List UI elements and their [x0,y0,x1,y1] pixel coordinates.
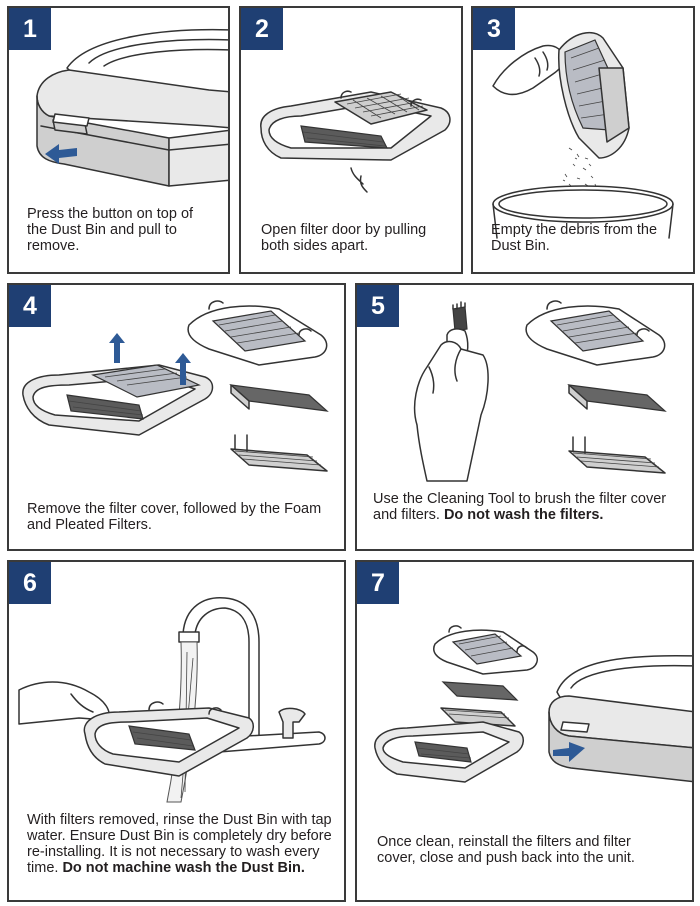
step-number: 5 [357,285,399,327]
step-caption: Remove the filter cover, followed by the… [27,501,322,533]
step-2-panel: 2 Open filter door by pulling both sides… [239,6,463,274]
arrow-left-icon [45,144,77,164]
step-number: 6 [9,562,51,604]
step-caption: Empty the debris from the Dust Bin. [491,222,658,254]
step-5-illustration [413,300,667,482]
step-caption-warning: Do not wash the filters. [443,507,604,523]
step-caption: Once clean, reinstall the filters and fi… [377,834,635,866]
arrow-up-icon [109,333,125,363]
step-4-panel: 4 Remove the filter cover, followed by t… [7,283,346,551]
arrow-right-icon [553,742,585,762]
step-3-illustration [492,31,674,239]
step-number: 1 [9,8,51,50]
step-7-illustration [374,625,692,783]
step-1-illustration [36,28,228,187]
step-number: 4 [9,285,51,327]
step-5-panel: 5 Use the Cleaning Tool to brush the fil… [355,283,694,551]
step-number: 7 [357,562,399,604]
step-caption-text: With filters removed, rinse the Dust Bin… [27,812,332,876]
step-caption-warning: Do not machine wash the Dust Bin. [62,860,305,876]
step-caption-text: Use the Cleaning Tool to brush the filte… [373,491,667,523]
step-caption: Press the button on top of the Dust Bin … [27,206,194,254]
step-1-panel: 1 Press the button on top of the Dust Bi… [7,6,230,274]
step-4-illustration [22,300,329,472]
step-number: 3 [473,8,515,50]
step-2-illustration [260,90,451,193]
step-7-panel: 7 Once clean, reinstall the filters and … [355,560,694,902]
step-caption: Use the Cleaning Tool to brush the filte… [373,491,683,523]
step-number: 2 [241,8,283,50]
step-6-panel: 6 With filters removed, rinse the Dust B… [7,560,346,902]
step-6-illustration [18,597,326,803]
step-caption: Open filter door by pulling both sides a… [261,222,427,254]
arrow-up-icon [175,353,191,385]
step-3-panel: 3 Empty the debris from the Dust Bin. [471,6,695,274]
step-caption: With filters removed, rinse the Dust Bin… [27,812,337,876]
